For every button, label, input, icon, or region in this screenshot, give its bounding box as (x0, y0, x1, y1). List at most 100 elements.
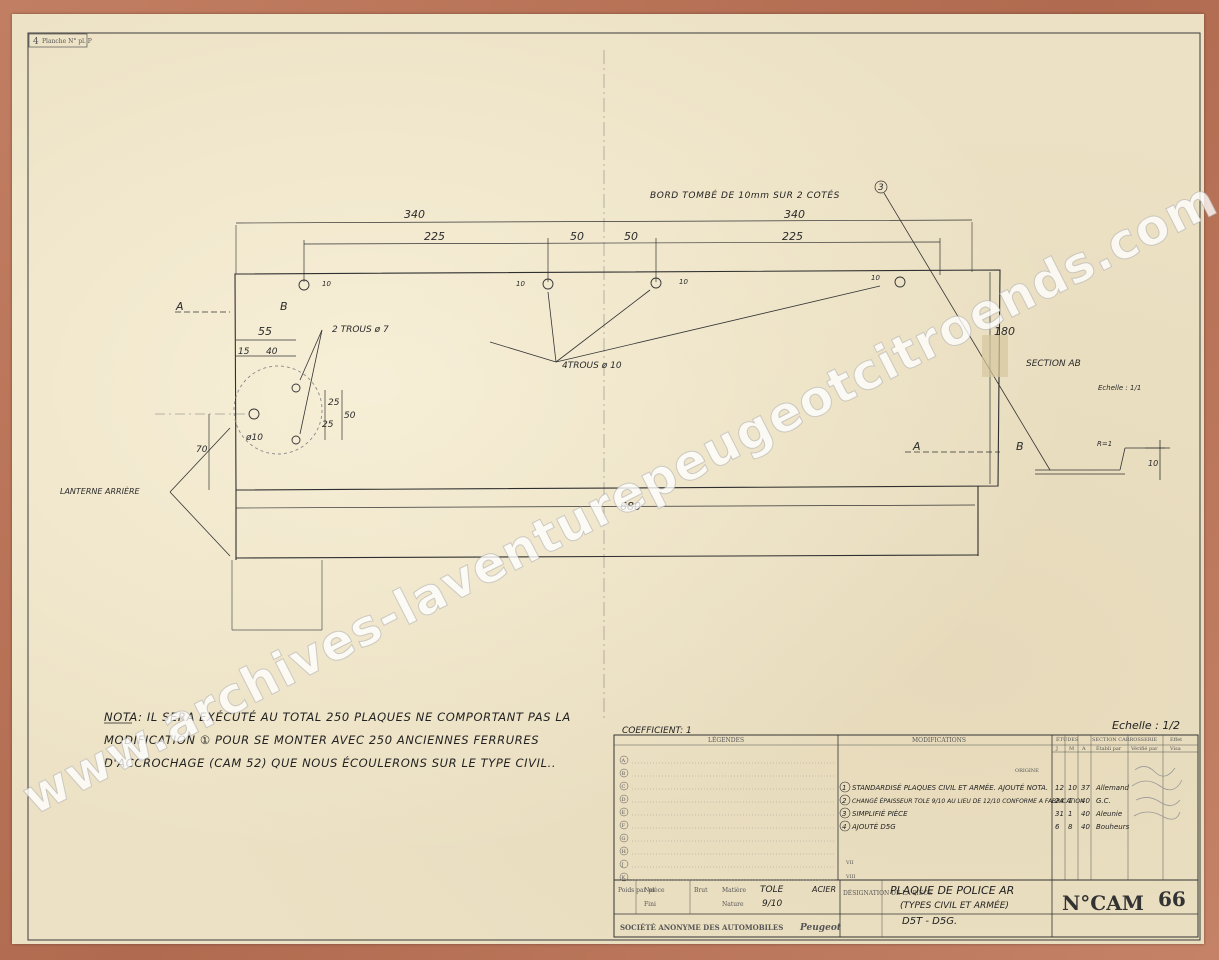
matiere-label: Matière (722, 887, 746, 894)
drawing-sheet (12, 14, 1204, 944)
mark-3: 3 (878, 183, 884, 193)
hole-7b (291, 435, 301, 445)
title-block: COEFFICIENT: 1 Echelle : 1/2 LÉGENDES MO… (613, 719, 1199, 938)
poids-label: Poids par pièce (618, 887, 665, 894)
label-four-holes: 4TROUS ø 10 (562, 361, 622, 371)
mod-1-m: 10 (1068, 784, 1077, 792)
dim-dia10: ø10 (245, 433, 263, 443)
designation-label: DÉSIGNATION DE LA PIÈCE (843, 889, 932, 897)
dim-50-left: 50 (570, 230, 584, 243)
dimension-lines (208, 219, 991, 509)
n-cam-label: N°CAM (1062, 891, 1144, 915)
nature-label: Nature (722, 901, 744, 908)
lower-view (231, 560, 323, 631)
mod-3-by: Aleunie (1095, 810, 1122, 818)
section-a-left: A (175, 300, 184, 313)
acier: ACIER (811, 885, 836, 894)
mod-2-a: 40 (1081, 797, 1090, 805)
hole-group (233, 276, 906, 455)
dim-10-d: 10 (871, 274, 880, 282)
net-label: Net (644, 887, 656, 894)
effet-header: Effet (1170, 737, 1182, 743)
title-line-3: D5T - D5G. (902, 916, 957, 927)
lanterne-outline (233, 365, 323, 455)
label-two-holes: 2 TROUS ø 7 (332, 325, 389, 335)
legend-circle (619, 755, 629, 765)
modifications-header: MODIFICATIONS (912, 737, 966, 744)
etudes-header: ÉTUDES (1056, 735, 1079, 743)
dim-225-right: 225 (782, 230, 803, 243)
legend-circle (619, 807, 629, 817)
hole-3 (650, 277, 662, 289)
header-note: BORD TOMBÉ DE 10mm SUR 2 COTÉS (650, 189, 840, 201)
legend-letter: E (622, 810, 626, 816)
dim-10-a: 10 (322, 280, 331, 288)
col-visa: Visa (1169, 746, 1181, 752)
dim-180: 180 (994, 325, 1015, 338)
drawing-number: 66 (1158, 887, 1186, 911)
mod-2-by: G.C. (1096, 797, 1111, 805)
legend-letter: G (622, 836, 626, 842)
mod-2-text: CHANGÉ ÉPAISSEUR TOLE 9/10 AU LIEU DE 12… (852, 797, 1085, 805)
mod-3-a: 40 (1081, 810, 1090, 818)
title-line-2: (TYPES CIVIL ET ARMÉE) (900, 899, 1009, 911)
col-verifie: Vérifié par (1130, 745, 1158, 752)
nota-line-2: MODIFICATION ① POUR SE MONTER AVEC 250 A… (104, 733, 539, 747)
legend-circle (619, 768, 629, 778)
dim-680: 680 (620, 500, 641, 513)
plate-outline (234, 222, 1001, 560)
dim-40: 40 (266, 347, 278, 357)
legend-letter: K (622, 875, 626, 881)
section-dim-10: 10 (1148, 459, 1158, 468)
legendes-header: LÉGENDES (708, 736, 744, 744)
label-lanterne: LANTERNE ARRIÈRE (60, 485, 141, 496)
hole-2 (542, 278, 554, 290)
legend-letter: B (622, 771, 626, 777)
dim-half-right: 340 (784, 208, 805, 221)
company: SOCIÉTÉ ANONYME DES AUTOMOBILES (620, 923, 783, 932)
mod-2-j: 24 (1055, 797, 1064, 805)
hole-1 (298, 279, 310, 291)
legend-letter: J (621, 862, 624, 868)
fini-label: Fini (644, 901, 656, 908)
mod-2-m: 1 (1068, 797, 1072, 805)
section-a-right: A (912, 440, 921, 453)
brand: Peugeot (799, 923, 842, 933)
hole-4 (894, 276, 906, 288)
origine: ORIGINE (1015, 768, 1039, 774)
dim-25-a: 25 (328, 398, 340, 408)
mod-3-text: SIMPLIFIÉ PIÈCE (852, 809, 908, 818)
legend-circle (619, 872, 629, 882)
mod-4-a: 40 (1081, 823, 1090, 831)
dim-55: 55 (258, 325, 272, 338)
roman-viii: VIII (845, 874, 856, 880)
mod-4-by: Bouheurs (1096, 823, 1130, 831)
col-m: M (1069, 746, 1074, 752)
legend-circle (619, 833, 629, 843)
mod-1-text: STANDARDISÉ PLAQUES CIVIL ET ARMÉE. AJOU… (852, 783, 1048, 792)
dim-25-b: 25 (322, 420, 334, 430)
section-b-left: B (280, 300, 288, 313)
dim-70: 70 (196, 445, 208, 455)
mod-1-a: 37 (1081, 784, 1090, 792)
coefficient: COEFFICIENT: 1 (622, 726, 692, 736)
legend-letter: C (622, 784, 626, 790)
mod-4-j: 6 (1055, 823, 1060, 831)
legend-circle (619, 781, 629, 791)
col-j: J (1055, 746, 1058, 752)
legend-circle (619, 859, 629, 869)
title-line-1: PLAQUE DE POLICE AR (890, 884, 1014, 897)
mod-1-j: 12 (1055, 784, 1064, 792)
signature-scribbles (1131, 766, 1183, 820)
mod-1-by: Allemand (1095, 784, 1130, 792)
section-dim-r: R=1 (1097, 440, 1112, 448)
mod-4-text: AJOUTÉ D5G (851, 822, 896, 831)
mod-3-j: 31 (1055, 810, 1064, 818)
dim-half-left: 340 (404, 208, 425, 221)
corner-number: 4 (33, 37, 39, 47)
label-section-ab: SECTION AB (1026, 359, 1081, 369)
legend-circle (619, 846, 629, 856)
mod-4-num: 4 (842, 823, 846, 831)
